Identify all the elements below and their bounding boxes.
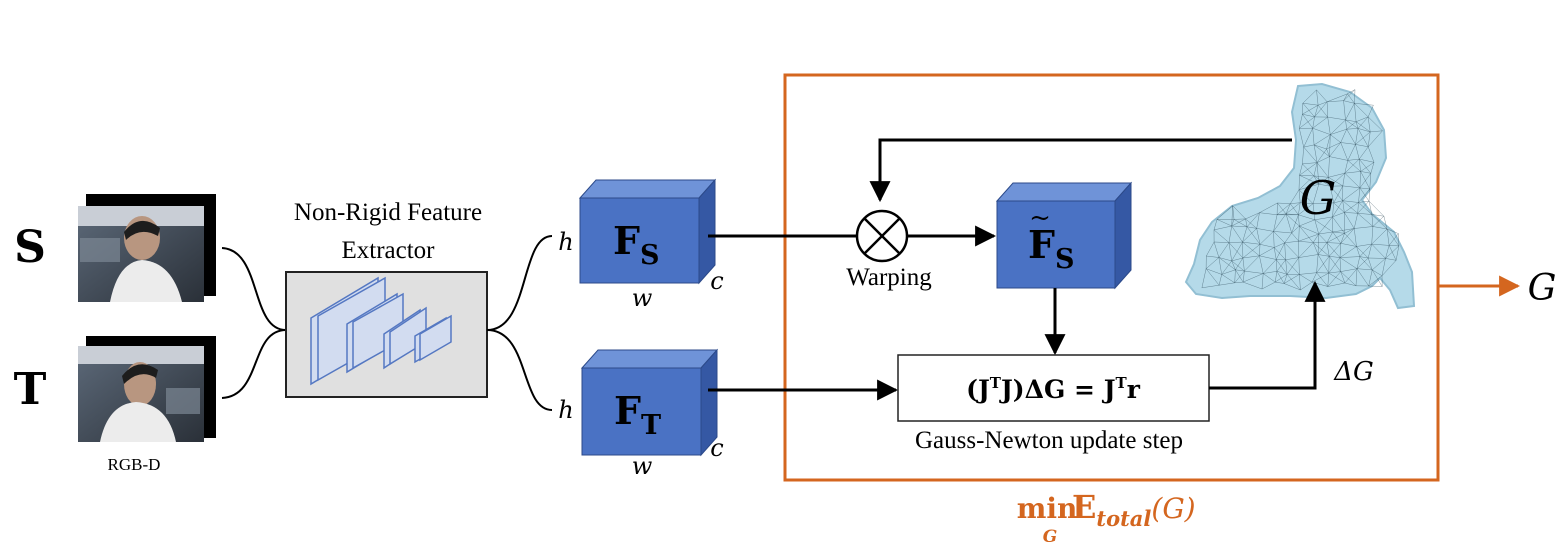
svg-text:G: G bbox=[1043, 527, 1058, 547]
warped-tilde: ~ bbox=[1029, 203, 1051, 233]
equation-text: (JTJ)ΔG = JTr bbox=[966, 374, 1141, 404]
feature-extractor-box bbox=[285, 271, 488, 398]
equation-box bbox=[897, 354, 1210, 422]
source-label: S bbox=[14, 222, 46, 273]
extractor-title-line2: Extractor bbox=[341, 237, 435, 264]
optimization-box bbox=[783, 73, 1440, 482]
target-rgbd-image bbox=[78, 336, 216, 442]
objective-label: min G Etotal(G) bbox=[1017, 488, 1196, 547]
mesh-icon bbox=[1184, 82, 1416, 310]
extractor-title-line1: Non-Rigid Feature bbox=[294, 199, 482, 226]
fs-h-label: h bbox=[558, 228, 573, 256]
mesh-feedback-arrow bbox=[869, 138, 1292, 203]
rgbd-caption: RGB-D bbox=[108, 455, 161, 474]
warping-label: Warping bbox=[846, 264, 932, 291]
equation-to-mesh-arrow bbox=[1209, 280, 1326, 390]
output-g-label: G bbox=[1528, 268, 1557, 309]
ft-c-label: c bbox=[710, 434, 723, 462]
delta-g-label: ΔG bbox=[1333, 357, 1374, 387]
fs-w-label: w bbox=[632, 284, 653, 312]
warping-operator-icon bbox=[855, 209, 909, 263]
svg-text:Etotal(G): Etotal(G) bbox=[1072, 488, 1196, 531]
target-label: T bbox=[14, 364, 47, 415]
source-to-extractor-curve bbox=[221, 247, 287, 331]
ft-w-label: w bbox=[632, 452, 653, 480]
source-rgbd-image bbox=[78, 194, 216, 302]
extractor-to-fs-curve bbox=[486, 235, 553, 331]
mesh-wireframe bbox=[1201, 89, 1400, 291]
warped-fs-label: FS bbox=[1028, 222, 1074, 275]
svg-text:min: min bbox=[1017, 492, 1078, 525]
feature-cube-target bbox=[580, 348, 719, 457]
feature-cube-warped bbox=[995, 181, 1133, 290]
gauss-newton-label: Gauss-Newton update step bbox=[915, 427, 1183, 454]
feature-cube-source bbox=[578, 178, 717, 285]
fs-label: FS bbox=[613, 218, 659, 271]
fs-c-label: c bbox=[710, 267, 723, 295]
mesh-label: G bbox=[1300, 171, 1337, 225]
target-to-extractor-curve bbox=[221, 329, 287, 399]
ft-h-label: h bbox=[558, 396, 573, 424]
ft-label: FT bbox=[614, 388, 661, 441]
extractor-to-ft-curve bbox=[486, 329, 553, 411]
